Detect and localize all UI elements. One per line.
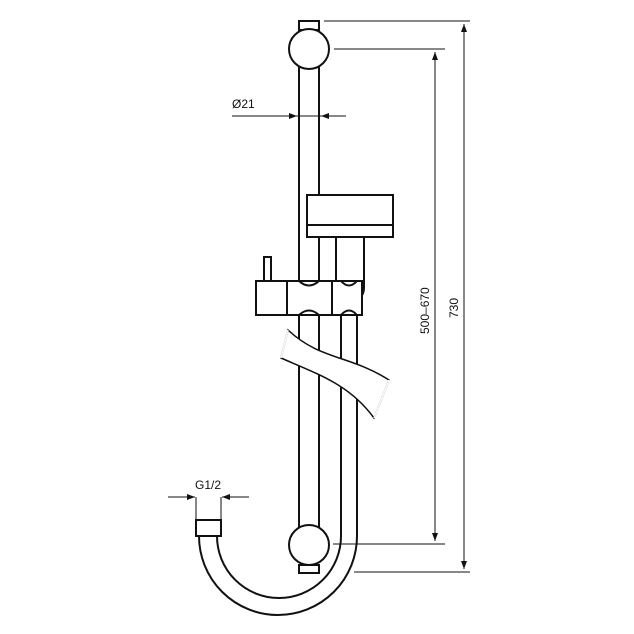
- hose: [195, 300, 358, 616]
- bottom-cap: [298, 564, 320, 574]
- hose-connector: [195, 519, 222, 537]
- slider-pin: [263, 256, 272, 282]
- adjust-range-label: 500–670: [418, 287, 432, 334]
- bottom-wall-bracket: [288, 524, 330, 566]
- thread-label: G1/2: [195, 478, 221, 492]
- total-height-label: 730: [447, 298, 461, 318]
- top-wall-bracket: [288, 28, 330, 70]
- slider: [255, 256, 363, 316]
- diameter-label: Ø21: [232, 97, 255, 111]
- break-lines: [280, 328, 390, 420]
- dimensions: [168, 20, 470, 573]
